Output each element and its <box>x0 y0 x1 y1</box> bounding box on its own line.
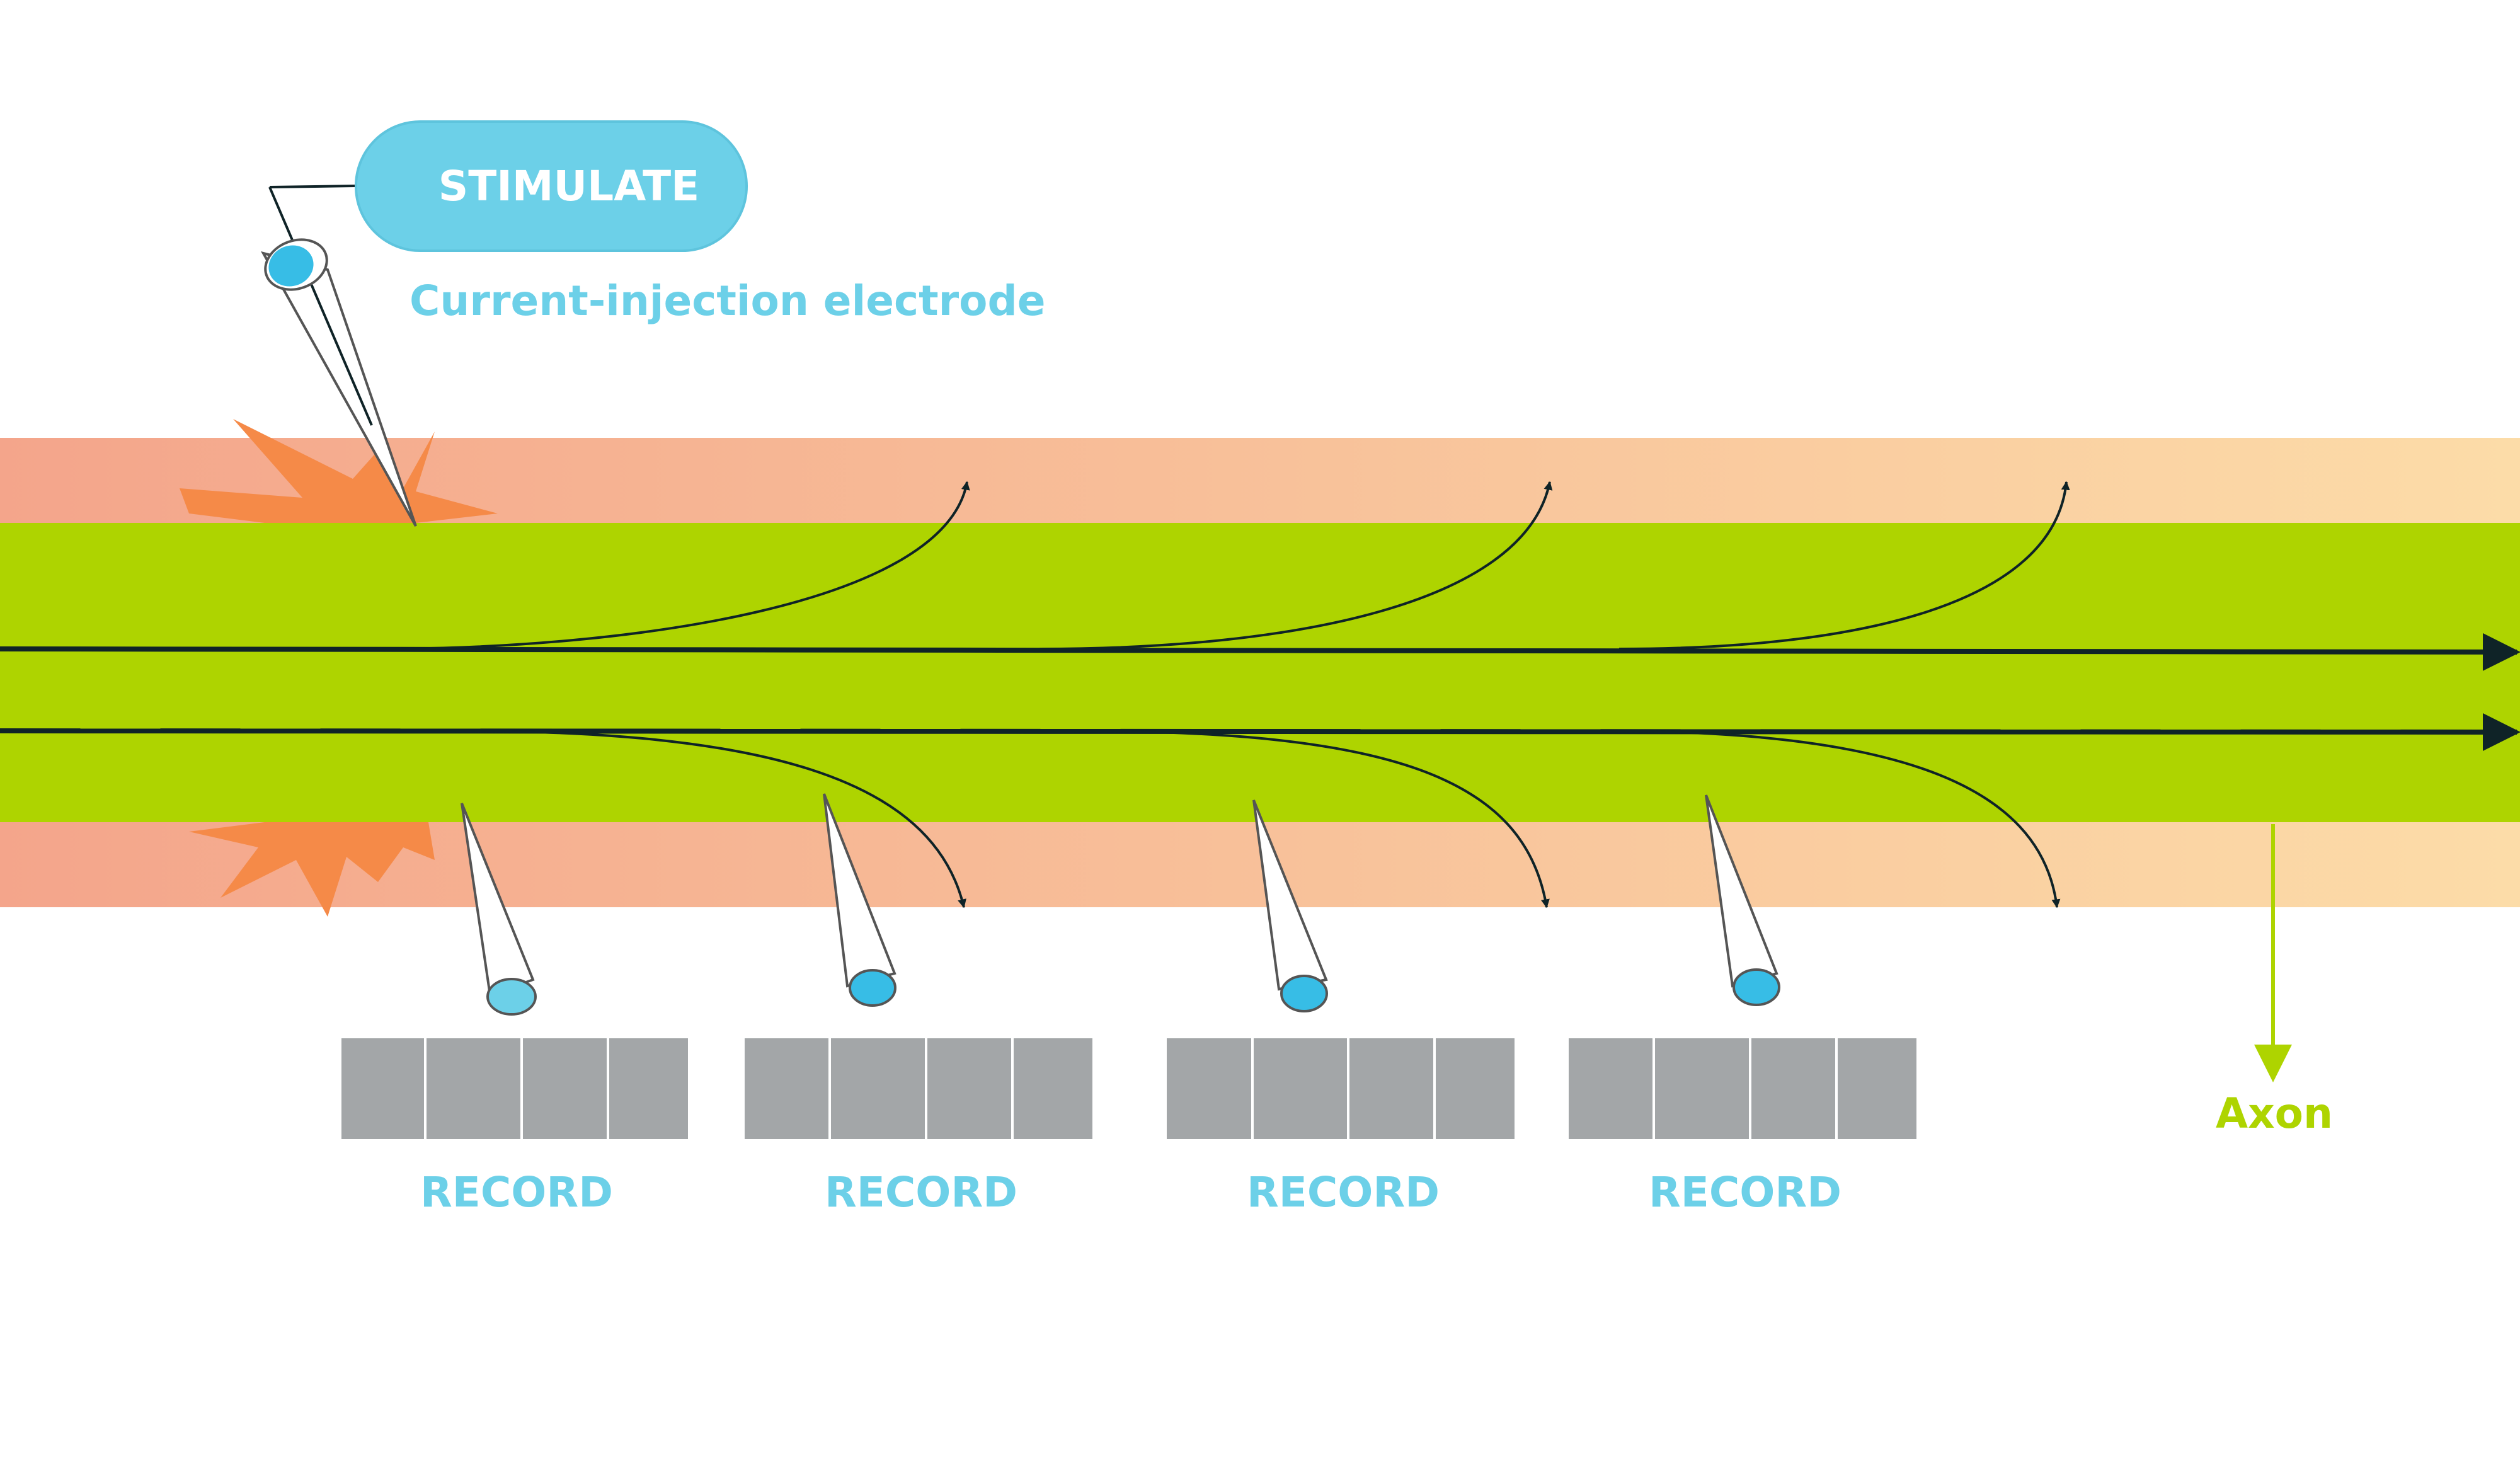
leak-arrow-upper-2 <box>1039 481 1553 650</box>
record-label-2: RECORD <box>825 1168 1017 1217</box>
spark-top <box>180 419 498 523</box>
axon-core <box>0 523 2520 822</box>
stimulate-label: STIMULATE <box>438 162 700 210</box>
recorder-2 <box>745 1038 1092 1139</box>
record-label-4: RECORD <box>1649 1168 1841 1217</box>
signal-arrow-upper <box>0 633 2520 671</box>
recording-electrode-2 <box>823 793 896 1007</box>
recording-electrode-1 <box>461 803 537 1016</box>
spark-bottom <box>189 822 435 917</box>
recording-electrode-4 <box>1705 794 1780 1006</box>
record-label-3: RECORD <box>1247 1168 1440 1217</box>
current-injection-electrode <box>260 185 417 527</box>
axon-label: Axon <box>2216 1089 2333 1138</box>
stimulate-button[interactable]: STIMULATE <box>355 120 748 252</box>
leak-arrow-lower-2 <box>1070 730 1550 908</box>
recorder-1 <box>341 1038 688 1139</box>
recorder-4 <box>1569 1038 1916 1139</box>
leak-arrow-lower-1 <box>453 730 966 908</box>
recorder-3 <box>1167 1038 1515 1139</box>
leak-arrow-upper-3 <box>1618 481 2070 650</box>
leak-arrow-upper-1 <box>377 481 970 650</box>
record-label-1: RECORD <box>420 1168 613 1217</box>
signal-arrow-lower <box>0 713 2520 751</box>
leak-arrow-lower-3 <box>1600 730 2061 908</box>
electrode-label: Current-injection electrode <box>410 277 1046 325</box>
recording-electrode-3 <box>1252 800 1328 1012</box>
